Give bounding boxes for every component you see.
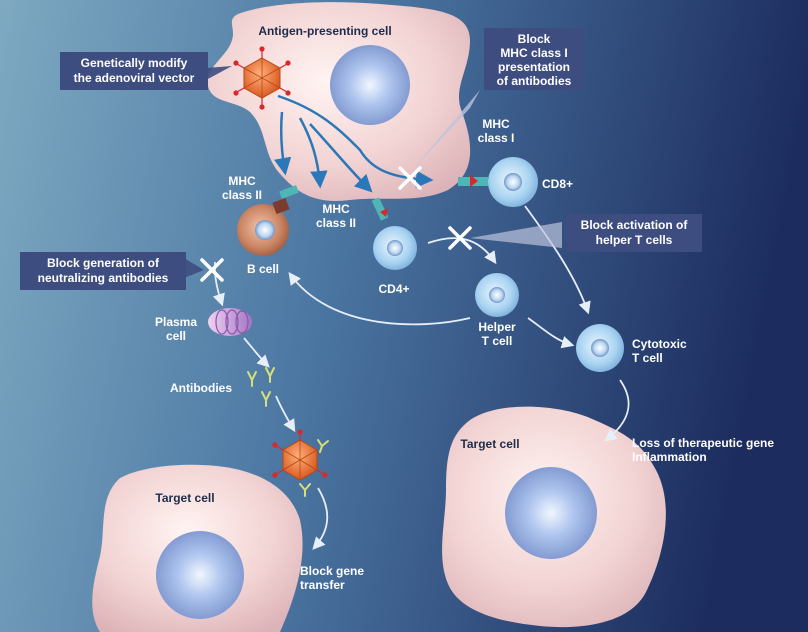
svg-text:helper T cells: helper T cells	[596, 233, 673, 247]
label-mhc-class-ii-mid-b: class II	[316, 216, 356, 230]
svg-text:of antibodies: of antibodies	[497, 74, 572, 88]
label-mhc-class-i: MHC	[482, 117, 510, 131]
target-left-nucleus	[156, 531, 244, 619]
adenovirus-icon	[272, 429, 328, 481]
label-inflammation: Inflammation	[632, 450, 707, 464]
svg-text:the adenoviral vector: the adenoviral vector	[74, 71, 195, 85]
apc-processing-arrows	[273, 94, 434, 193]
callout-pointer	[184, 258, 204, 278]
label-antigen-presenting-cell: Antigen-presenting cell	[258, 24, 391, 38]
flow-arrows	[212, 205, 630, 550]
callout-block-helper: Block activation of helper T cells	[566, 214, 702, 252]
svg-text:neutralizing antibodies: neutralizing antibodies	[38, 271, 169, 285]
label-target-cell-right: Target cell	[460, 437, 519, 451]
svg-text:Block generation of: Block generation of	[47, 256, 160, 270]
antigen-presenting-cell	[207, 2, 471, 201]
b-cell-receptor	[272, 197, 290, 215]
x-block-icon	[398, 166, 422, 190]
x-block-icon	[448, 226, 472, 250]
cytotoxic-t-cell	[576, 324, 624, 372]
mhc-ii-b-cell	[279, 185, 299, 199]
label-mhc-class-ii-left: MHC	[228, 174, 256, 188]
label-b-cell: B cell	[247, 262, 279, 276]
svg-text:Block: Block	[518, 32, 551, 46]
x-block-icon	[200, 258, 224, 282]
b-cell	[237, 185, 299, 256]
label-loss-therapeutic-gene: Loss of therapeutic gene	[632, 436, 774, 450]
label-mhc-class-ii-left-b: class II	[222, 188, 262, 202]
label-block-gene-transfer: Block gene	[300, 564, 364, 578]
target-right-nucleus	[505, 467, 597, 559]
label-mhc-class-i-b: class I	[478, 131, 515, 145]
helper-t-cell	[475, 273, 519, 317]
callout-pointer	[414, 90, 480, 168]
label-cd4: CD4+	[378, 282, 409, 296]
label-mhc-class-ii-mid: MHC	[322, 202, 350, 216]
svg-text:Genetically modify: Genetically modify	[81, 56, 188, 70]
cd4-t-cell	[371, 197, 417, 270]
callout-block-neutralizing: Block generation of neutralizing antibod…	[20, 252, 186, 290]
label-cytotoxic-t-cell-b: T cell	[632, 351, 663, 365]
label-target-cell-left: Target cell	[155, 491, 214, 505]
callout-pointer	[470, 222, 562, 248]
svg-text:presentation: presentation	[498, 60, 570, 74]
callout-pointer	[206, 66, 232, 80]
svg-text:MHC class I: MHC class I	[500, 46, 567, 60]
apc-nucleus	[330, 45, 410, 125]
callout-block-mhc-i: Block MHC class I presentation of antibo…	[484, 28, 584, 90]
label-cytotoxic-t-cell: Cytotoxic	[632, 337, 687, 351]
adenovirus-icon	[233, 46, 291, 110]
label-block-gene-transfer-b: transfer	[300, 578, 345, 592]
callout-modify-vector: Genetically modify the adenoviral vector	[60, 52, 208, 90]
label-antibodies: Antibodies	[170, 381, 232, 395]
cd8-t-cell	[458, 157, 538, 207]
svg-text:Block activation of: Block activation of	[581, 218, 689, 232]
target-cell-left	[92, 464, 303, 632]
label-cd8: CD8+	[542, 177, 573, 191]
label-plasma-cell: Plasma	[155, 315, 197, 329]
label-helper-t-cell: Helper	[478, 320, 516, 334]
plasma-cell	[208, 308, 252, 336]
antibody-y-icon	[247, 367, 329, 497]
label-plasma-cell-b: cell	[166, 329, 186, 343]
target-cell-right	[442, 406, 666, 628]
label-helper-t-cell-b: T cell	[482, 334, 513, 348]
